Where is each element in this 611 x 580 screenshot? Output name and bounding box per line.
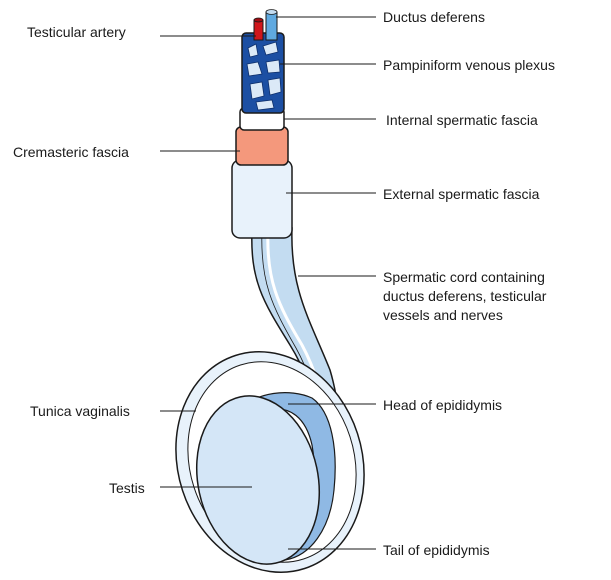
testicular-artery-top xyxy=(254,18,263,22)
label-internal-spermatic-fascia: Internal spermatic fascia xyxy=(386,111,538,129)
cremasteric-fascia xyxy=(236,127,288,165)
external-spermatic-fascia xyxy=(232,160,292,238)
label-cremasteric-fascia: Cremasteric fascia xyxy=(13,143,129,161)
label-testicular-artery: Testicular artery xyxy=(27,23,126,41)
label-testis: Testis xyxy=(109,479,145,497)
label-pampiniform-plexus: Pampiniform venous plexus xyxy=(383,56,555,74)
label-ductus-deferens: Ductus deferens xyxy=(383,8,485,26)
testicular-artery xyxy=(254,20,263,40)
label-tunica-vaginalis: Tunica vaginalis xyxy=(30,402,130,420)
label-spermatic-cord: Spermatic cord containing ductus deferen… xyxy=(383,268,546,325)
label-external-spermatic-fascia: External spermatic fascia xyxy=(383,185,539,203)
label-head-of-epididymis: Head of epididymis xyxy=(383,396,502,414)
label-tail-of-epididymis: Tail of epididymis xyxy=(383,541,490,559)
ductus-deferens xyxy=(266,12,277,40)
ductus-deferens-top xyxy=(266,10,277,15)
